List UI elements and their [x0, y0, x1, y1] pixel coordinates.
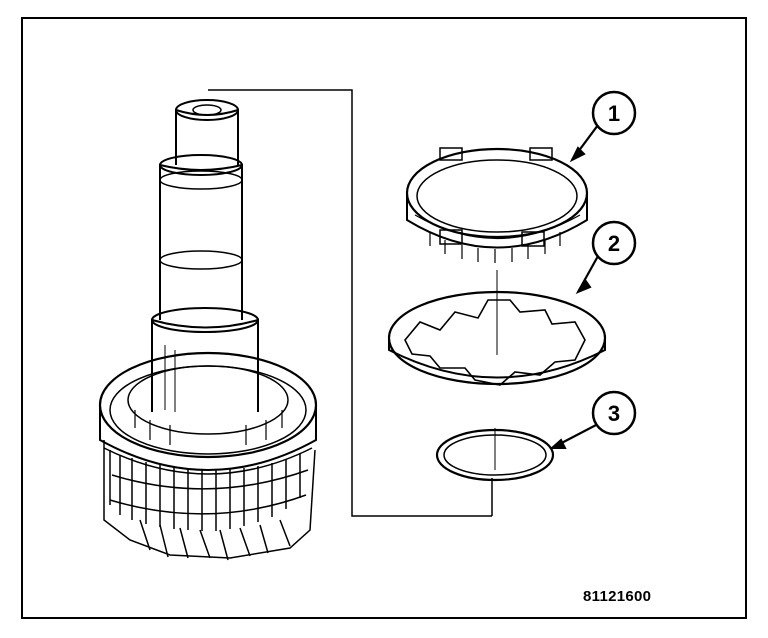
callout-1-number: 1	[608, 101, 620, 126]
shaft	[151, 99, 259, 412]
mainshaft-gear-assembly	[98, 99, 318, 561]
figure-id-label: 81121600	[583, 588, 652, 605]
callout-3-number: 3	[608, 401, 620, 426]
synchro-hub	[98, 351, 318, 475]
callout-1: 1	[569, 90, 637, 163]
gear-teeth	[103, 440, 316, 561]
snap-ring	[435, 428, 555, 482]
callout-2-number: 2	[608, 231, 620, 256]
synchronizer-ring	[405, 147, 589, 263]
assembly-leader-line	[208, 89, 493, 517]
callout-2: 2	[575, 220, 637, 295]
synchronizer-cone	[387, 270, 607, 386]
callout-3: 3	[549, 390, 637, 449]
